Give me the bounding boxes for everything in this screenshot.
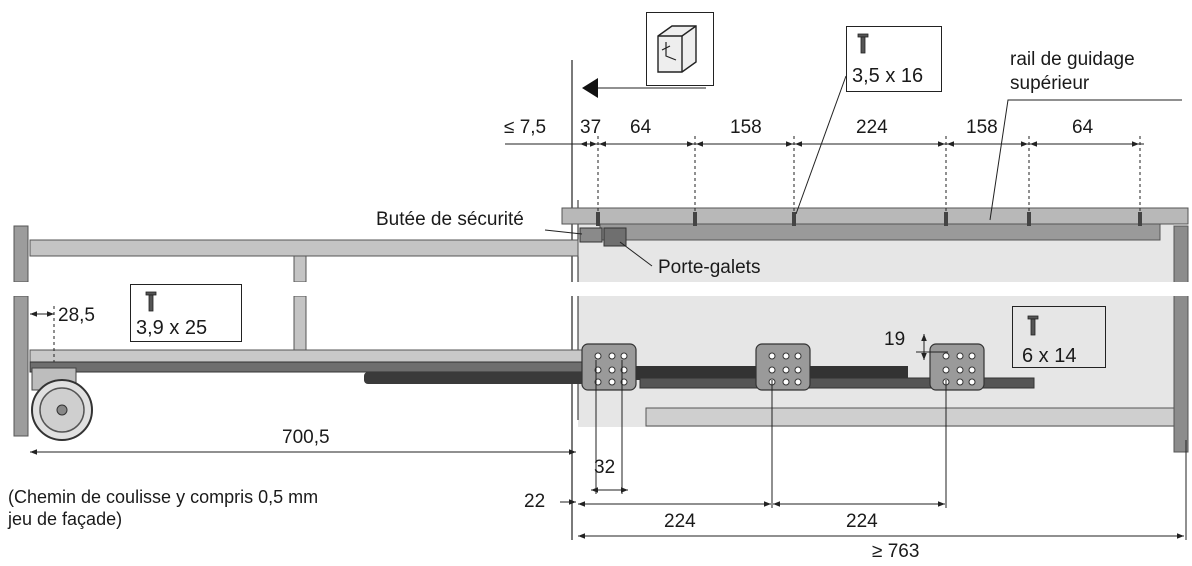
drawer-front-top: [13, 225, 29, 283]
dim-22: 22: [524, 491, 546, 512]
slide-rail-inner: [590, 366, 908, 380]
roller-carrier-label: Porte-galets: [658, 257, 761, 278]
note-line-1: (Chemin de coulisse y compris 0,5 mm: [8, 487, 319, 507]
upper-guide-rail-plate: [561, 207, 1189, 225]
dim-224-top: 224: [856, 117, 888, 138]
cabinet-icon-box: [646, 12, 714, 86]
dim-front-gap: ≤ 7,5: [504, 117, 547, 138]
drawer-top-rail: [29, 239, 579, 257]
cabinet-right-wall: [1173, 225, 1189, 453]
rail-label-leader: [989, 99, 1182, 221]
dim-28-5: 28,5: [58, 305, 95, 326]
drawer-divider-top: [293, 255, 307, 283]
dim-158-a: 158: [730, 117, 762, 138]
cabinet-interior: [578, 222, 1174, 427]
dim-224-bottom-a: 224: [664, 511, 696, 532]
right-screw-size: 6 x 14: [1022, 345, 1077, 367]
dim-37: 37: [580, 117, 602, 138]
slide-rail-outer: [639, 377, 1035, 389]
roller-carrier-leader: [619, 241, 653, 267]
upper-guide-rail: [599, 223, 1161, 241]
drawer-runner-mid: [29, 361, 591, 373]
triangle-pointer-icon: [582, 78, 598, 98]
dim-64-a: 64: [630, 117, 652, 138]
roller-carrier-part: [603, 227, 627, 247]
safety-stop-part: [579, 227, 603, 243]
dim-763: ≥ 763: [872, 541, 920, 562]
dim-700-5: 700,5: [282, 427, 330, 448]
drawer-bottom-panel: [645, 407, 1175, 427]
dim-19: 19: [884, 329, 906, 350]
rail-screws: [596, 212, 1142, 226]
cabinet-icon: [657, 25, 697, 73]
top-dim-ticks: [597, 136, 1141, 212]
left-screw-box: [130, 284, 242, 342]
mounting-bracket-1: [581, 343, 637, 391]
drawer-runner-top: [29, 349, 591, 363]
caster-hub: [56, 404, 68, 416]
dim-32: 32: [594, 457, 616, 478]
break-band: [0, 282, 1192, 296]
top-screw-leader: [795, 75, 847, 215]
dim-64-b: 64: [1072, 117, 1094, 138]
top-screw-size: 3,5 x 16: [852, 65, 924, 87]
drawer-front-bottom: [13, 295, 29, 437]
upper-rail-label-1: rail de guidage: [1010, 49, 1135, 70]
mounting-bracket-3: [929, 343, 985, 391]
screw-icon-left: [145, 291, 157, 312]
drawer-runner-dark: [364, 372, 594, 384]
top-screw-box: [846, 26, 942, 92]
right-screw-box: [1012, 306, 1106, 368]
upper-rail-label-2: supérieur: [1010, 73, 1090, 94]
mounting-bracket-2: [755, 343, 811, 391]
left-screw-size: 3,9 x 25: [136, 317, 208, 339]
dim-158-b: 158: [966, 117, 998, 138]
safety-stop-label: Butée de sécurité: [376, 209, 524, 230]
safety-stop-leader: [544, 229, 583, 235]
dim-224-bottom-b: 224: [846, 511, 878, 532]
screw-icon: [857, 33, 869, 54]
note-line-2: jeu de façade): [8, 509, 123, 529]
drawer-divider-bottom: [293, 295, 307, 353]
screw-icon-right: [1027, 315, 1039, 336]
bottom-ext-lines: [595, 360, 1187, 540]
